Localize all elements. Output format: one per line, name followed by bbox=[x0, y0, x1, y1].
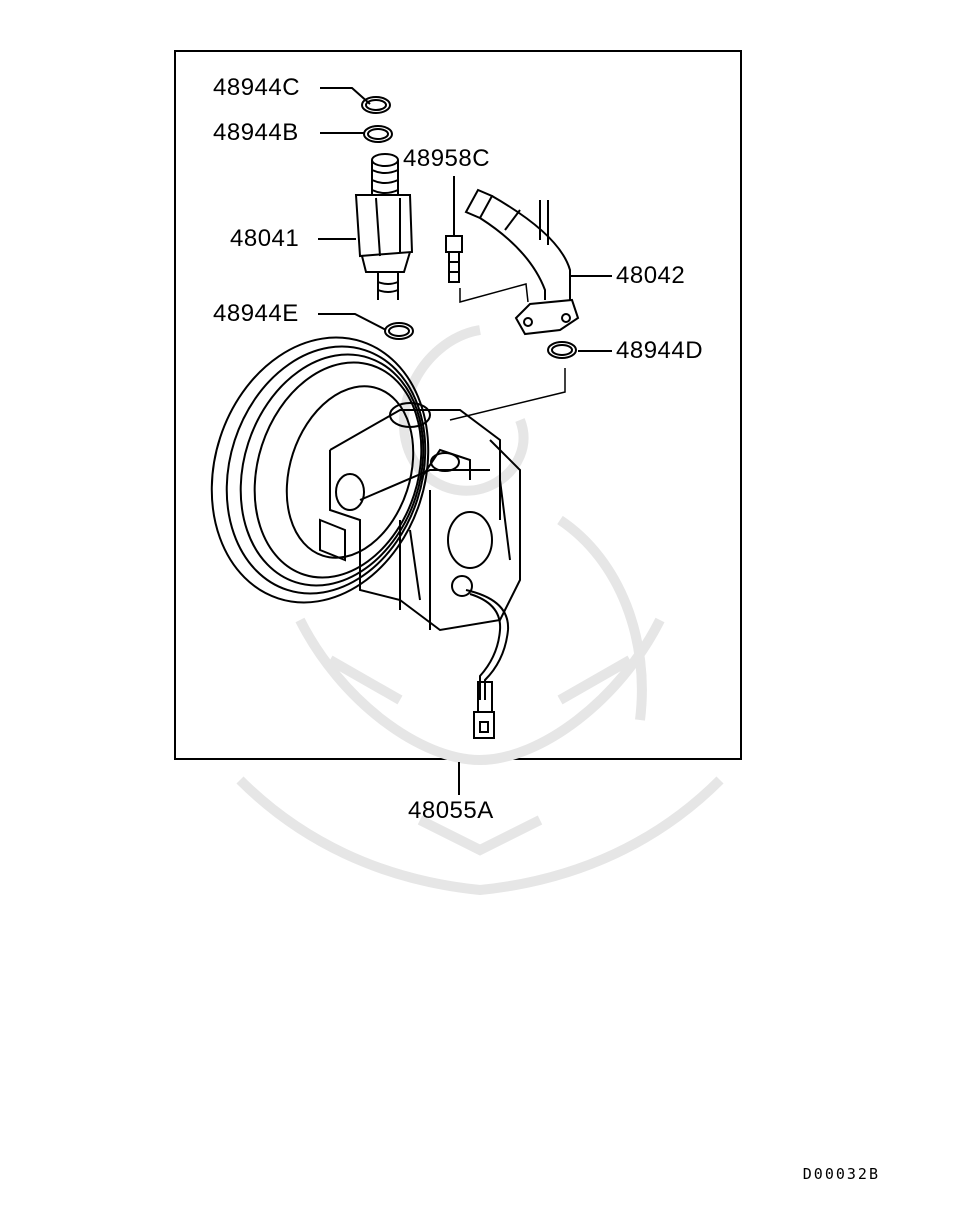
part-label-48055A: 48055A bbox=[408, 797, 494, 824]
o-ring-48944B bbox=[363, 125, 393, 143]
o-ring-48944C bbox=[361, 96, 391, 114]
o-ring-48944E bbox=[384, 322, 414, 340]
bolt-48958C bbox=[445, 235, 463, 283]
part-label-48944D: 48944D bbox=[616, 337, 704, 364]
pipe-48042 bbox=[464, 188, 580, 336]
fitting-48041 bbox=[354, 153, 414, 300]
pulley bbox=[210, 336, 430, 604]
pump-body bbox=[319, 402, 521, 632]
part-label-48042: 48042 bbox=[616, 262, 686, 289]
leader-48944E bbox=[318, 313, 387, 331]
watermark-crest-icon bbox=[236, 325, 724, 896]
part-label-48944C: 48944C bbox=[213, 74, 301, 101]
part-label-48944E: 48944E bbox=[213, 300, 299, 327]
leader-48944C bbox=[320, 87, 371, 105]
part-label-48958C: 48958C bbox=[403, 145, 491, 172]
part-label-48041: 48041 bbox=[230, 225, 300, 252]
sensor-wire-connector bbox=[465, 589, 510, 739]
drawing-code: D00032B bbox=[802, 1165, 880, 1183]
o-ring-48944D bbox=[547, 341, 577, 359]
part-label-48944B: 48944B bbox=[213, 119, 299, 146]
